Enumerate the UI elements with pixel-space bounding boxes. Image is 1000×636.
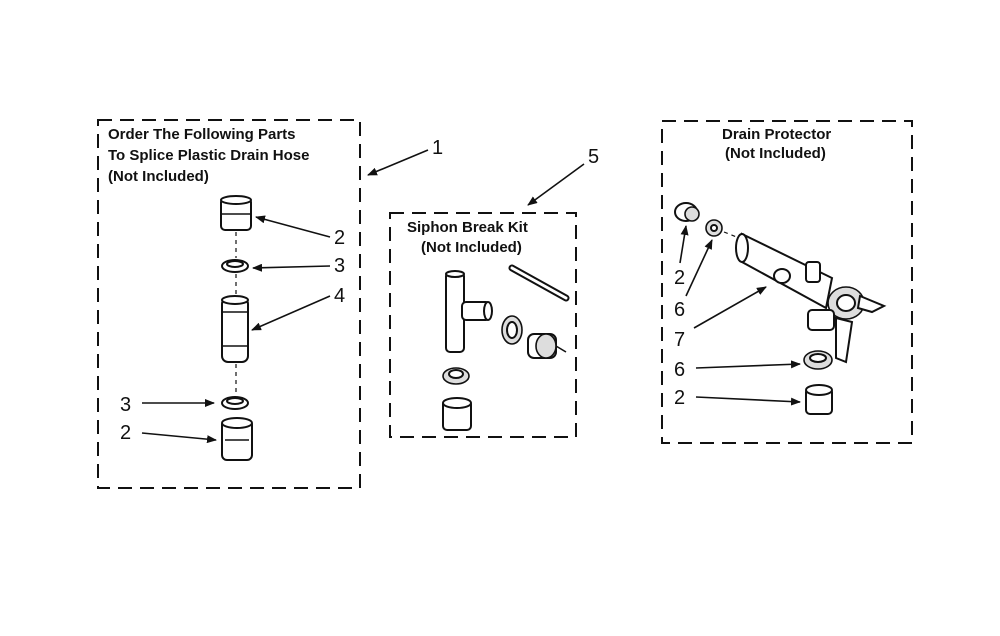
callout-4: 4 [334,285,345,307]
callout-3-bottom: 3 [120,394,131,416]
siphon-title-line-1: Siphon Break Kit [407,219,528,236]
drain-title-line-1: Drain Protector [722,126,831,143]
callout-1: 1 [432,137,443,159]
splice-title-line-1: Order The Following Parts [108,126,296,143]
drain-cap-top [674,202,700,222]
callout-5: 5 [588,146,599,168]
siphon-nut [501,315,523,345]
splice-clamp-top [221,259,249,273]
siphon-title-line-2: (Not Included) [421,239,522,256]
splice-connector [221,295,249,363]
splice-title-line-3: (Not Included) [108,168,209,185]
callout-2-drain-bottom: 2 [674,387,685,409]
siphon-kit-group: Siphon Break Kit (Not Included) [389,212,577,438]
drain-protector-group: Drain Protector (Not Included) [661,120,913,444]
siphon-kit-box [389,212,577,438]
callout-2-drain-top: 2 [674,267,685,289]
splice-clamp-bottom [221,396,249,410]
callout-6-drain-top: 6 [674,299,685,321]
drain-protector-body [735,232,887,364]
drain-nut-top [705,219,723,237]
splice-hose-cap-top [220,195,252,231]
callout-3-top: 3 [334,255,345,277]
siphon-fitting [527,333,567,359]
splice-kit-group: Order The Following Parts To Splice Plas… [97,119,361,489]
drain-nut-bottom [803,350,833,370]
drain-cap-bottom [805,384,833,415]
siphon-tee [445,270,493,353]
siphon-tube [508,264,570,302]
splice-title-line-2: To Splice Plastic Drain Hose [108,147,309,164]
siphon-ring [442,367,470,385]
callout-2-bottom: 2 [120,422,131,444]
siphon-cap [442,397,472,431]
callout-7: 7 [674,329,685,351]
splice-hose-cap-bottom [221,417,253,461]
callout-6-drain-bottom: 6 [674,359,685,381]
callout-2-top: 2 [334,227,345,249]
drain-title-line-2: (Not Included) [725,145,826,162]
splice-kit-box [97,119,361,489]
